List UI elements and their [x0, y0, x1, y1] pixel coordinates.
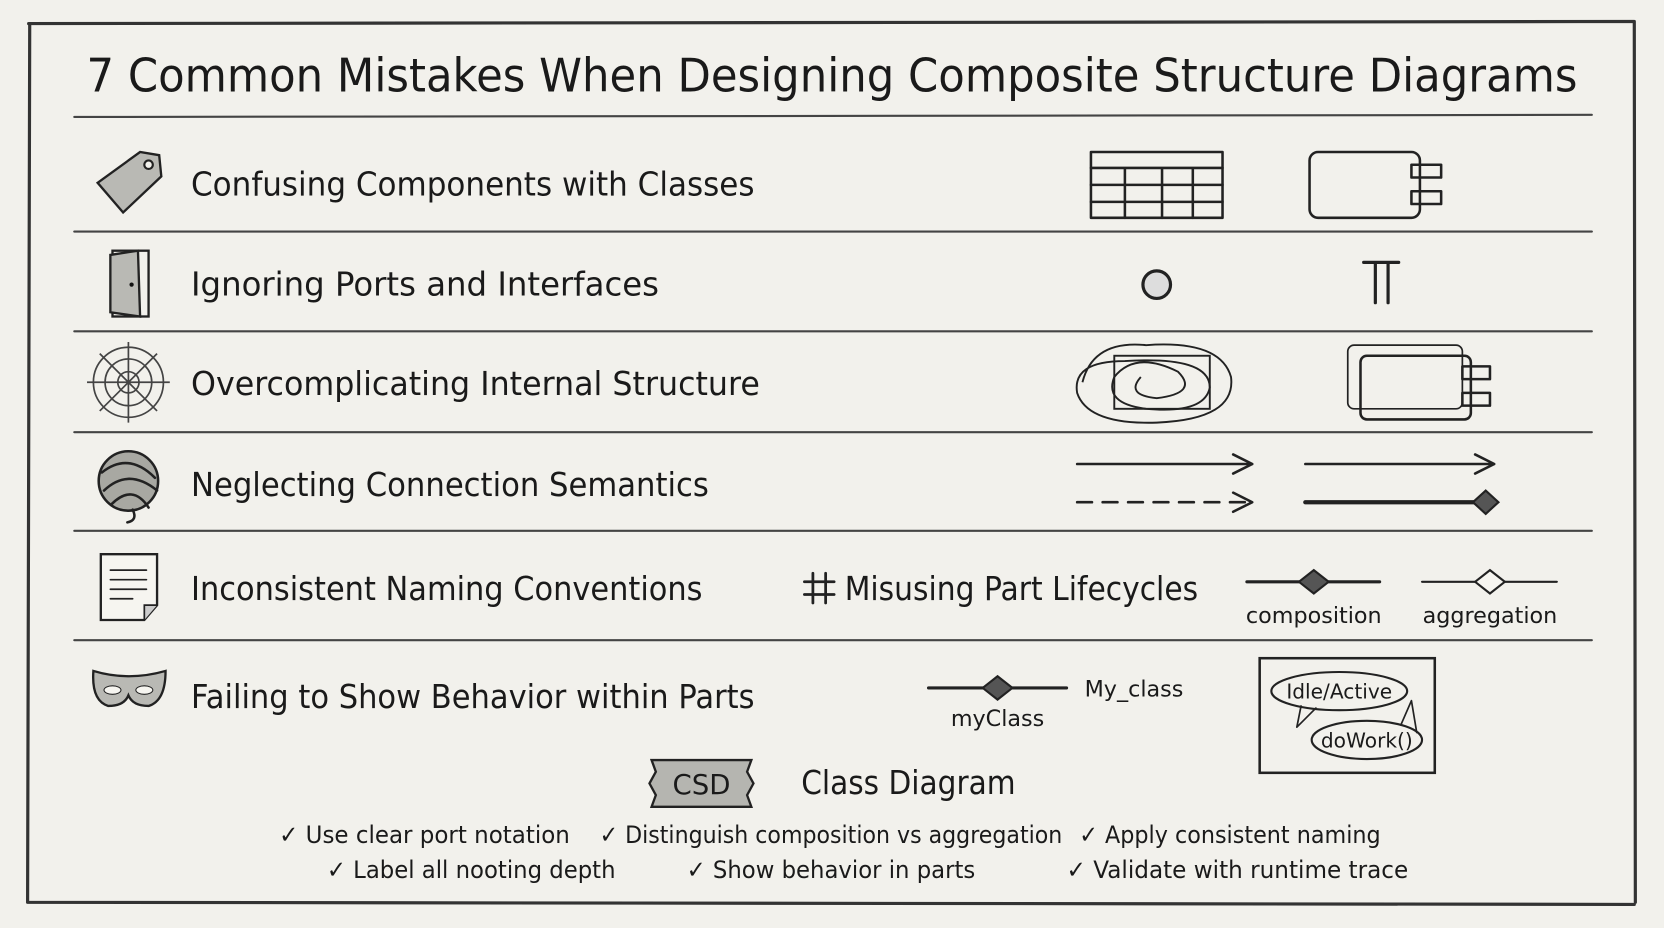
- operation-bubble-text: doWork(): [1321, 728, 1413, 752]
- door-icon: [109, 249, 150, 318]
- frame-border: [26, 19, 1637, 906]
- tip-validate-runtime: ✓ Validate with runtime trace: [1067, 855, 1409, 884]
- behavior-box: [1258, 656, 1437, 775]
- composition-connector: [1303, 489, 1501, 516]
- nested-component-sketch: [1346, 344, 1492, 421]
- lower-class-name: myClass: [951, 706, 1044, 732]
- page-title: 7 Common Mistakes When Designing Composi…: [86, 50, 1577, 104]
- state-bubble-text: Idle/Active: [1286, 680, 1392, 704]
- mask-icon: [91, 669, 167, 708]
- scribble-sketch: [1075, 343, 1233, 424]
- row-label-ignoring-ports: Ignoring Ports and Interfaces: [191, 264, 659, 303]
- tag-icon: [95, 150, 163, 215]
- dashed-arrow: [1075, 491, 1254, 514]
- component-sketch: [1308, 150, 1443, 220]
- yarn-ball-icon: [97, 449, 160, 524]
- spider-web-icon: [87, 341, 170, 423]
- class-table-sketch: [1089, 150, 1224, 220]
- tip-show-behavior: ✓ Show behavior in parts: [687, 855, 976, 884]
- csd-badge: [648, 758, 755, 808]
- badge-caption: Class Diagram: [801, 763, 1015, 802]
- naming-connector: [926, 674, 1069, 701]
- row-label-neglecting-connections: Neglecting Connection Semantics: [191, 465, 709, 504]
- upper-class-name: My_class: [1085, 676, 1184, 702]
- row-dividers: [73, 113, 1593, 642]
- csd-badge-label: CSD: [672, 768, 730, 801]
- tip-port-notation: ✓ Use clear port notation: [279, 820, 570, 849]
- composition-label: composition: [1246, 603, 1382, 629]
- aggregation-diamond-icon: [1420, 568, 1558, 595]
- lifecycle-label: Misusing Part Lifecycles: [845, 569, 1198, 608]
- document-icon: [99, 553, 159, 622]
- tip-label-depth: ✓ Label all nooting depth: [327, 855, 616, 884]
- row-label-confusing-components: Confusing Components with Classes: [191, 165, 755, 204]
- row-label-overcomplicating: Overcomplicating Internal Structure: [191, 364, 760, 403]
- tip-composition-aggregation: ✓ Distinguish composition vs aggregation: [600, 820, 1063, 849]
- tip-consistent-naming: ✓ Apply consistent naming: [1079, 820, 1380, 849]
- lifecycle-icon: [803, 571, 836, 605]
- solid-arrow-left: [1075, 453, 1254, 475]
- aggregation-label: aggregation: [1423, 603, 1558, 629]
- composition-diamond-icon: [1245, 568, 1382, 595]
- solid-arrow-right: [1304, 453, 1496, 475]
- interface-lollipop-icon: [1141, 269, 1173, 301]
- required-interface-icon: [1362, 260, 1401, 305]
- row-label-failing-behavior: Failing to Show Behavior within Parts: [191, 677, 755, 716]
- row-label-inconsistent-naming: Inconsistent Naming Conventions: [191, 569, 703, 608]
